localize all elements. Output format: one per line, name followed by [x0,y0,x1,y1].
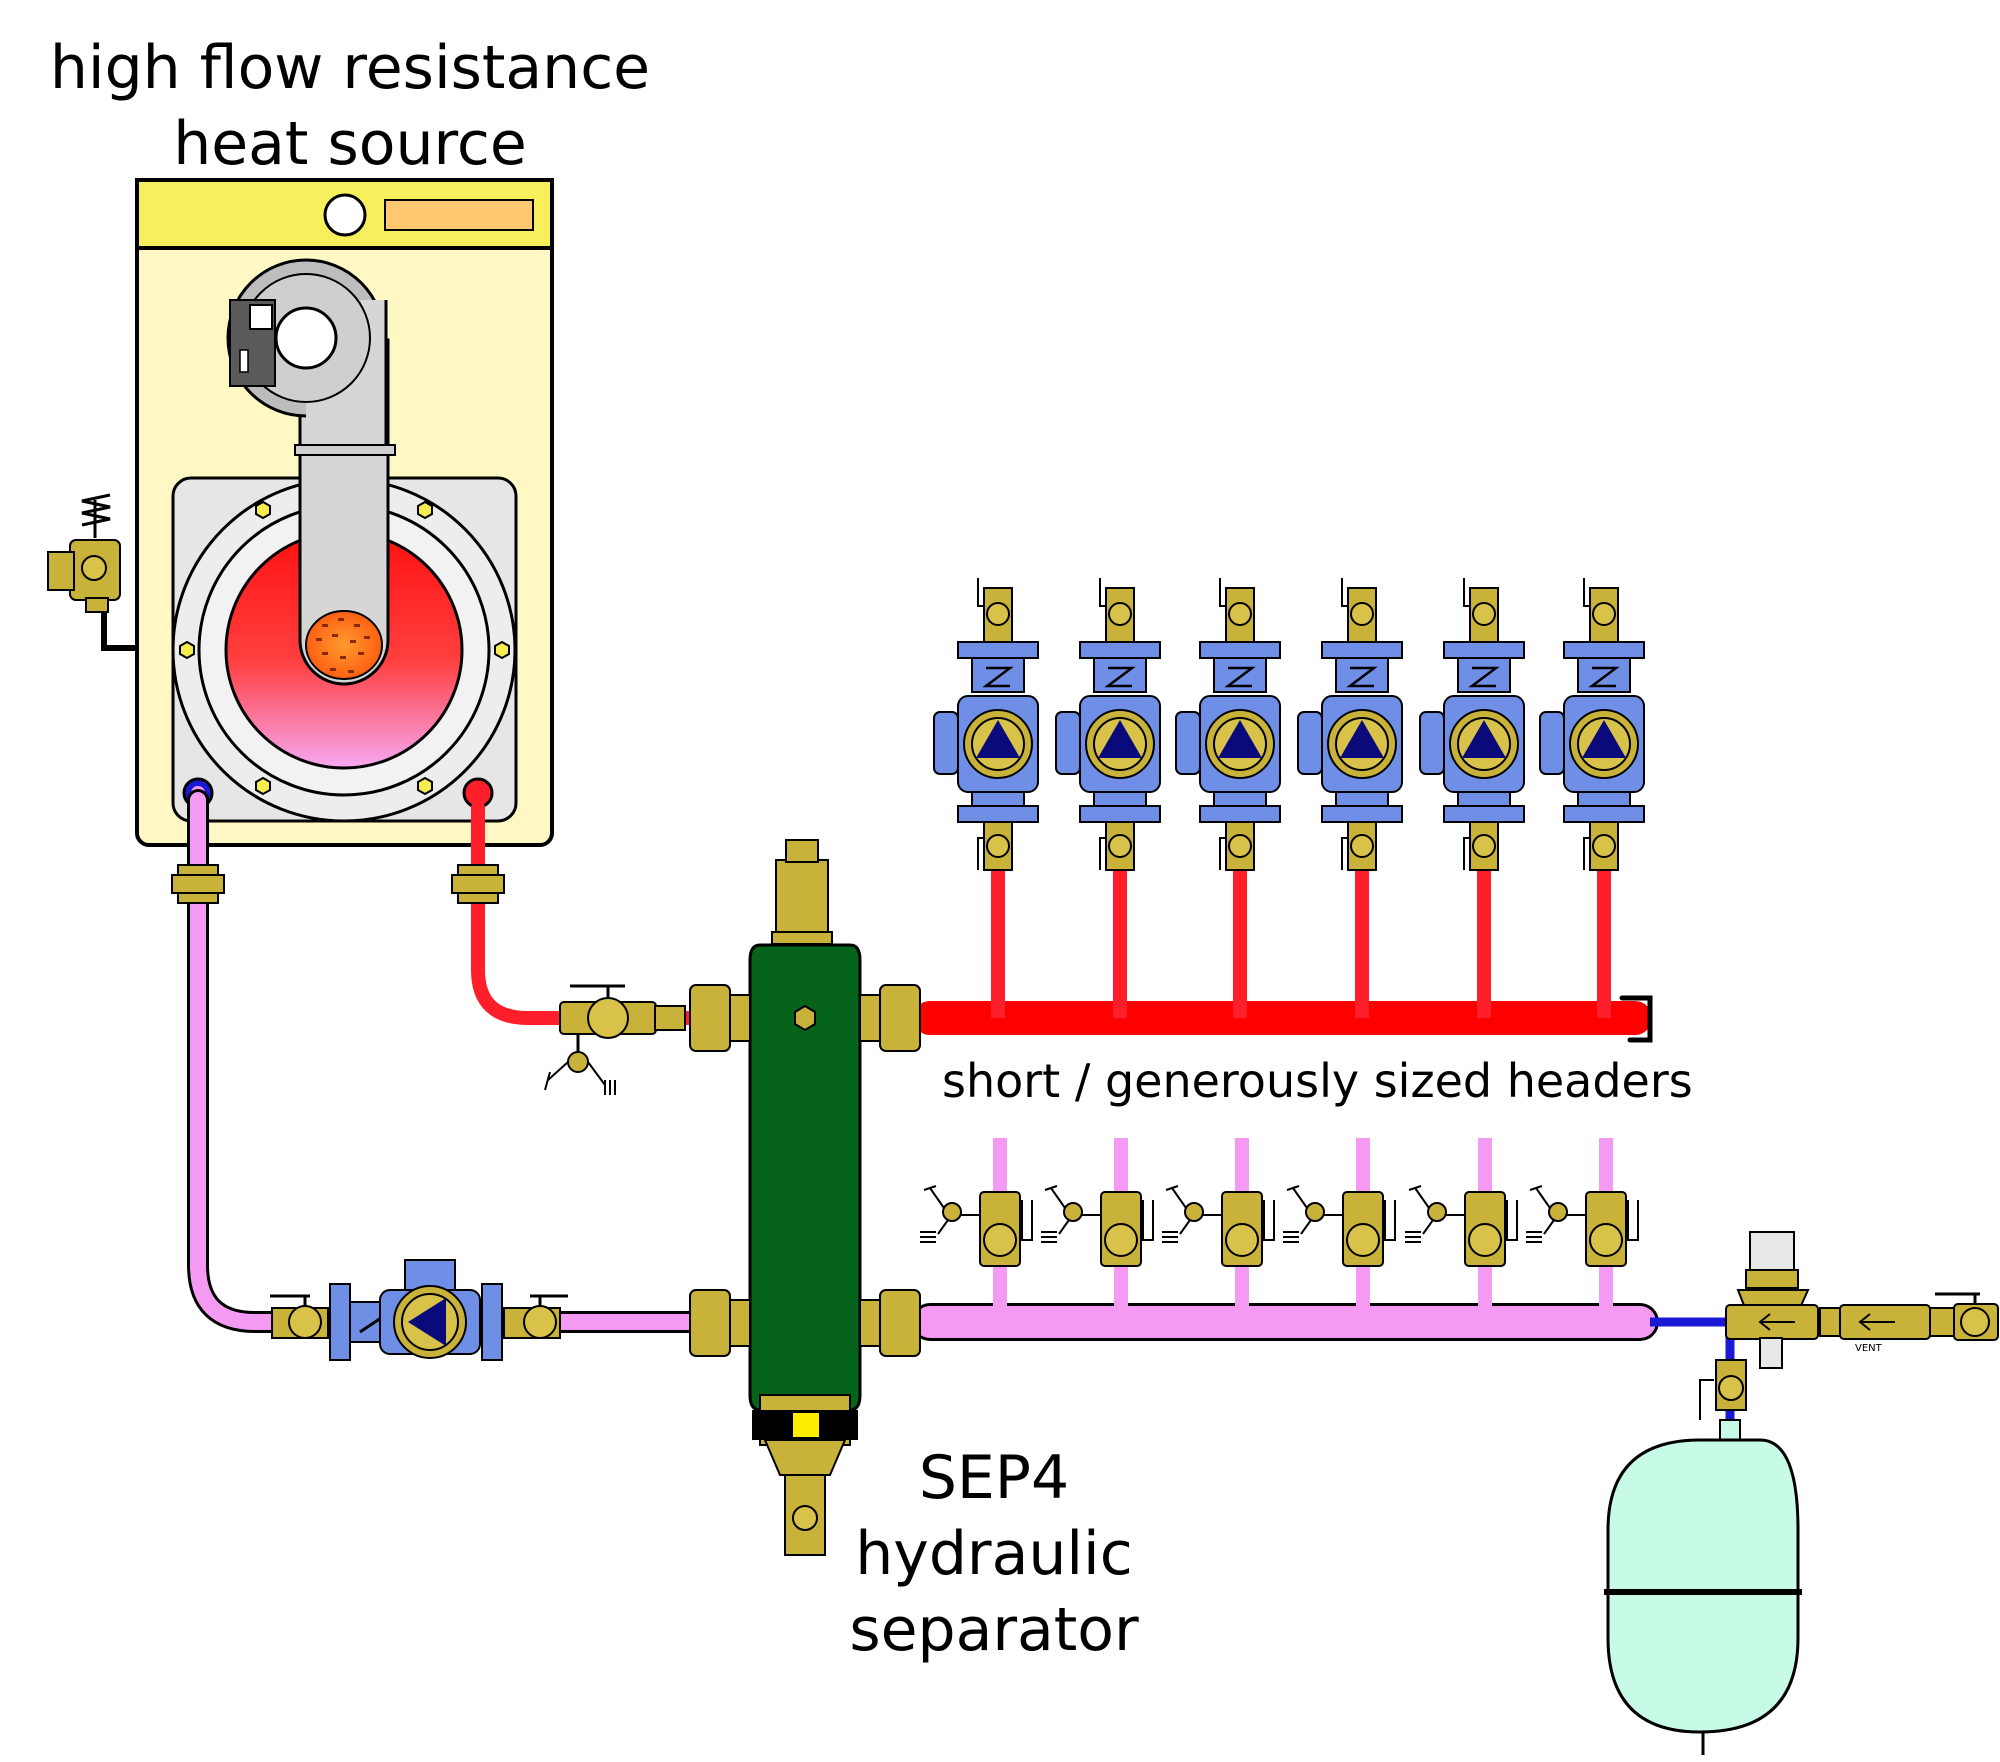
supply-piping [471,801,1653,1043]
pressure-reducing-valve-icon [1725,1231,1819,1369]
zone-circulators [933,578,1645,871]
separator-label-line-1: SEP4 [918,1443,1070,1513]
zone-return-valves [920,1185,1639,1267]
zone-return-valve-icon [1041,1185,1154,1267]
zone-circulator-icon [933,578,1039,871]
heat-source-label-line-2: heat source [173,109,527,179]
boiler-unions [171,864,505,904]
makeup-water-assembly: VENT [1604,1231,1999,1755]
zone-return-valve-icon [1526,1185,1639,1267]
separator-label: SEP4 hydraulic separator [849,1440,1138,1668]
separator-label-line-2: hydraulic [855,1519,1133,1589]
supply-risers [991,860,1611,1018]
air-vent-icon [775,859,829,939]
tank-isolation-valve-icon [1699,1359,1747,1420]
burner-assembly [226,258,396,686]
heat-source-boiler [135,178,554,847]
heat-source-label: high flow resistance heat source [50,30,650,182]
burner-head-icon [305,610,383,680]
boiler-display [384,199,534,231]
zone-return-valve-icon [1405,1185,1518,1267]
zone-circulator-icon [1175,578,1281,871]
zone-return-valve-icon [1162,1185,1275,1267]
boiler-gauge-icon [323,193,367,237]
zone-circulator-icon [1297,578,1403,871]
headers-label: short / generously sized headers [942,1054,1693,1108]
return-piping [187,789,1659,1341]
zone-return-valve-icon [920,1185,1033,1267]
supply-isolation-valve-icon [544,984,686,1095]
separator-label-line-3: separator [849,1595,1139,1665]
pressure-relief-valve-icon [47,493,137,651]
vent-tag: VENT [1855,1343,1883,1354]
heat-source-label-line-1: high flow resistance [49,33,651,103]
hydraulic-separator [689,839,921,1556]
inlet-valve-icon [1935,1292,1999,1341]
door-bolts [179,500,510,796]
zone-circulator-icon [1539,578,1645,871]
circulator-pump-icon [270,1259,568,1361]
zone-return-valve-icon [1283,1185,1396,1267]
backflow-preventer-icon: VENT [1839,1304,1931,1354]
zone-circulator-icon [1055,578,1161,871]
expansion-tank-icon [1604,1419,1802,1755]
zone-circulator-icon [1419,578,1525,871]
